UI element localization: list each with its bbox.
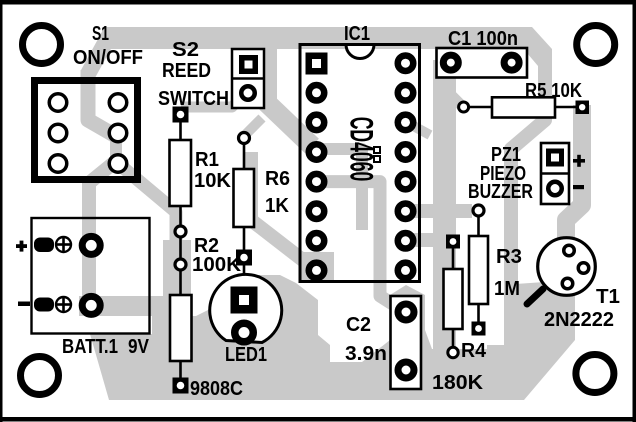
- svg-text:LED1: LED1: [225, 344, 267, 366]
- svg-text:CD4060: CD4060: [343, 117, 378, 182]
- svg-text:REED: REED: [162, 60, 211, 82]
- svg-text:1K: 1K: [265, 195, 290, 217]
- svg-text:R3: R3: [496, 246, 522, 268]
- svg-text:3.9n: 3.9n: [345, 343, 387, 365]
- svg-text:S2: S2: [172, 39, 199, 61]
- svg-text:R4: R4: [461, 340, 487, 362]
- svg-text:10K: 10K: [194, 170, 232, 192]
- svg-text:PIEZO: PIEZO: [480, 163, 526, 185]
- svg-text:PZ1: PZ1: [491, 144, 521, 166]
- svg-text:R6: R6: [265, 168, 290, 190]
- svg-text:BATT.1: BATT.1: [62, 336, 118, 358]
- svg-text:1M: 1M: [494, 278, 520, 300]
- svg-text:ON/OFF: ON/OFF: [73, 47, 143, 69]
- svg-text:9808C: 9808C: [190, 378, 243, 400]
- svg-text:C2: C2: [346, 314, 371, 336]
- svg-text:2N2222: 2N2222: [544, 309, 614, 331]
- svg-text:BUZZER: BUZZER: [468, 181, 533, 203]
- svg-text:IC1: IC1: [344, 23, 370, 45]
- svg-text:SWITCH: SWITCH: [158, 88, 229, 110]
- svg-text:9V: 9V: [128, 336, 150, 358]
- svg-text:R1: R1: [195, 149, 219, 171]
- svg-text:100K: 100K: [192, 254, 242, 276]
- svg-text:R2: R2: [194, 235, 219, 257]
- svg-text:R5 10K: R5 10K: [525, 80, 582, 102]
- svg-text:T1: T1: [596, 286, 620, 308]
- svg-text:180K: 180K: [432, 372, 484, 394]
- svg-text:S1: S1: [92, 23, 109, 45]
- svg-text:C1 100n: C1 100n: [448, 28, 518, 50]
